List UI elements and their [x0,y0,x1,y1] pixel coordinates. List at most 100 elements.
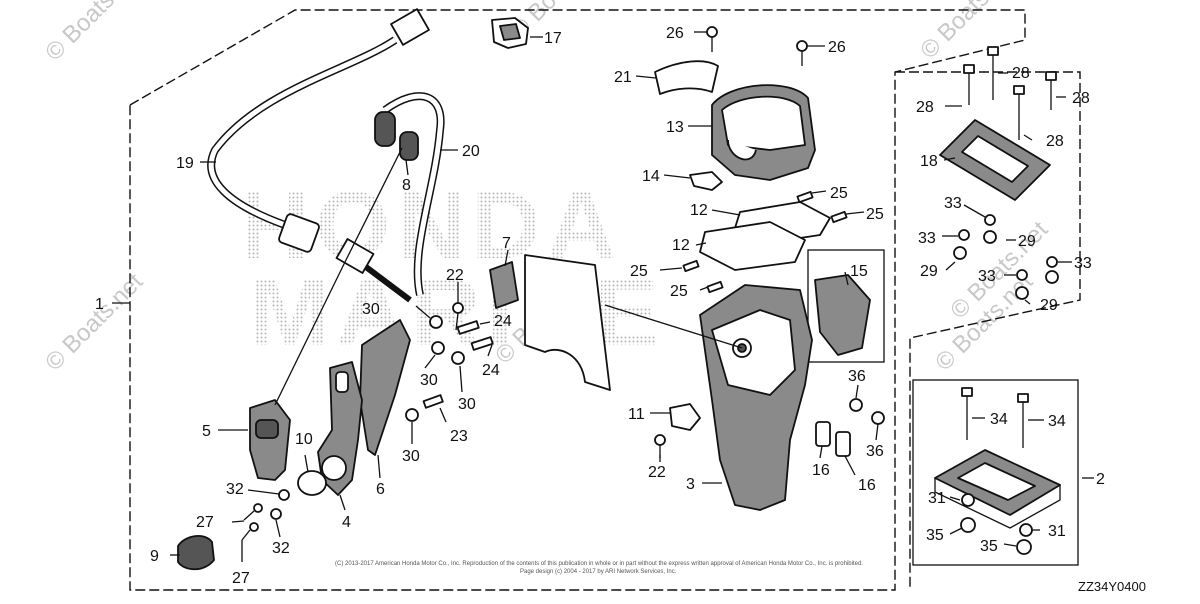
callout-number[interactable]: 1 [95,296,104,313]
callout-number[interactable]: 28 [1072,90,1090,107]
callout-number[interactable]: 13 [666,119,684,136]
callout-number[interactable]: 33 [918,230,936,247]
callout-number[interactable]: 30 [362,301,380,318]
callout-number[interactable]: 27 [196,514,214,531]
callout-number[interactable]: 12 [690,202,708,219]
part-27-screws [241,503,263,541]
callout-number[interactable]: 35 [926,527,944,544]
callout-number[interactable]: 18 [920,153,938,170]
credit-text: Page design (c) 2004 - 2017 by ARI Netwo… [520,569,677,575]
part-19-harness [207,8,430,253]
callout-number[interactable]: 11 [628,406,645,423]
part-13-cover [711,84,816,181]
callout-leaders [112,31,1094,562]
callout-number[interactable]: 6 [376,481,385,498]
part-28-bolts [963,46,1057,140]
callout-number[interactable]: 32 [226,481,244,498]
part-12-brackets [699,201,831,271]
callout-number[interactable]: 21 [614,69,632,86]
callout-number[interactable]: 26 [828,39,846,56]
part-8-switch [374,111,419,161]
callout-number[interactable]: 16 [812,462,830,479]
callout-number[interactable]: 24 [494,313,512,330]
callout-number[interactable]: 34 [990,411,1008,428]
callout-number[interactable]: 30 [402,448,420,465]
callout-number[interactable]: 26 [666,25,684,42]
callout-number[interactable]: 36 [848,368,866,385]
callout-number[interactable]: 30 [420,372,438,389]
callout-number[interactable]: 4 [342,514,351,531]
part-36-washers [849,398,885,425]
callout-number[interactable]: 32 [272,540,290,557]
callout-number[interactable]: 28 [916,99,934,116]
part-5-switch [249,399,291,481]
callout-number[interactable]: 28 [1046,133,1064,150]
part-14-clip [689,171,723,191]
part-15-frame [807,249,885,363]
part-7-grommet [489,261,519,309]
part-30-nuts [405,315,465,422]
callout-number[interactable]: 29 [1040,297,1058,314]
callout-number[interactable]: 34 [1048,413,1066,430]
callout-number[interactable]: 29 [1018,233,1036,250]
part-23-bolt [422,394,444,409]
callout-number[interactable]: 33 [978,268,996,285]
callout-number[interactable]: 33 [944,195,962,212]
callout-number[interactable]: 10 [295,431,313,448]
callout-number[interactable]: 23 [450,428,468,445]
callout-number[interactable]: 7 [502,235,511,252]
callout-number[interactable]: 20 [462,143,480,160]
watermark-text: © Boats.net [40,268,148,376]
callout-number[interactable]: 15 [850,263,868,280]
part-3-housing [699,284,813,511]
callout-number[interactable]: 29 [920,263,938,280]
part-6-bracket [359,319,411,456]
callout-number[interactable]: 31 [928,490,946,507]
callout-number[interactable]: 25 [830,185,848,202]
part-26-screws [706,26,808,66]
callout-number[interactable]: 16 [858,477,876,494]
callout-number[interactable]: 35 [980,538,998,555]
gasket [524,254,611,391]
callout-number[interactable]: 30 [458,396,476,413]
callout-number[interactable]: 19 [176,155,194,172]
part-4-arm [317,361,363,496]
callout-number[interactable]: 28 [1012,65,1030,82]
callout-number[interactable]: 22 [446,267,464,284]
callout-number[interactable]: 14 [642,168,660,185]
part-17-grommet [491,17,529,49]
callout-number[interactable]: 8 [402,177,411,194]
callout-number[interactable]: 33 [1074,255,1092,272]
callout-number[interactable]: 12 [672,237,690,254]
callout-number[interactable]: 25 [866,206,884,223]
part-24-screws [456,320,494,351]
callout-number[interactable]: 25 [670,283,688,300]
assembly-frame [895,71,1081,590]
watermark-text: © Boats.net [40,0,148,66]
assembly-2-frame [912,379,1079,566]
callout-number[interactable]: 2 [1096,471,1105,488]
callout-number[interactable]: 17 [544,30,562,47]
part-11-clamp [669,403,701,431]
callout-number[interactable]: 36 [866,443,884,460]
callout-number[interactable]: 31 [1048,523,1066,540]
part-25-screws [682,190,848,294]
part-18-gasket [939,119,1051,201]
part-34-bolts [961,387,1029,448]
callout-number[interactable]: 9 [150,548,159,565]
part-15-plate [814,274,871,356]
callout-number[interactable]: 24 [482,362,500,379]
callout-number[interactable]: 27 [232,570,250,587]
callout-number[interactable]: 3 [686,476,695,493]
part-2-spacer [934,449,1061,529]
part-9-plug [177,535,215,571]
callout-number[interactable]: 25 [630,263,648,280]
callout-number[interactable]: 5 [202,423,211,440]
diagram-code: ZZ34Y0400 [1078,579,1146,594]
copyright-text: (C) 2013-2017 American Honda Motor Co., … [335,561,863,567]
callout-number[interactable]: 22 [648,464,666,481]
part-16-clips [815,421,851,457]
callout-numbers: 1234567891011121213141516161718192021222… [95,25,1105,587]
part-32-washers [270,489,290,520]
